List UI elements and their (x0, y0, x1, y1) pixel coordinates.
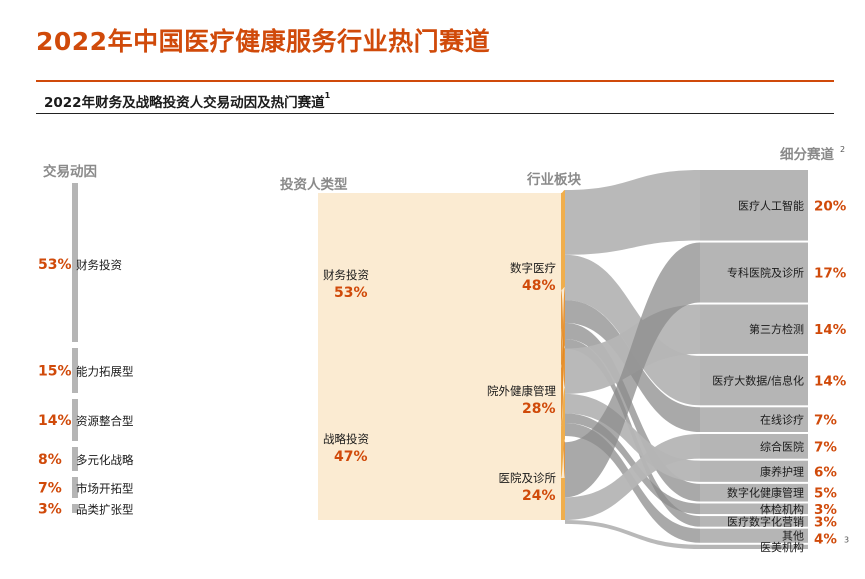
chart-subtitle: 2022年财务及战略投资人交易动因及热门赛道1 (44, 91, 330, 111)
segment-label-2: 第三方检测 (749, 322, 804, 336)
investor-label-0: 财务投资 (323, 268, 369, 282)
header-sector: 行业板块 (526, 171, 581, 188)
flow-sector-segment-0 (565, 170, 700, 255)
flow-investor-sector-3 (561, 287, 565, 427)
segment-label-0: 医疗人工智能 (738, 198, 804, 212)
header-investor: 投资人类型 (280, 176, 348, 193)
segment-node-7 (700, 483, 808, 502)
segment-label-3: 医疗大数据/信息化 (712, 374, 804, 388)
segment-pct-8: 3% (814, 502, 837, 518)
segment-pct-0: 20% (814, 198, 847, 214)
motive-node-3 (72, 447, 78, 471)
subtitle-rule (36, 113, 834, 114)
sector-label-1: 院外健康管理 (487, 384, 556, 398)
sankey-flows (561, 170, 700, 549)
segment-pct-10: 4% (814, 532, 837, 548)
motive-label-0: 财务投资 (76, 258, 122, 272)
segment-pct-6: 6% (814, 464, 837, 480)
subtitle-footnote-mark: 1 (324, 91, 331, 100)
motive-pct-3: 8% (38, 452, 62, 468)
segment-label-1: 专科医院及诊所 (727, 266, 804, 280)
motive-pct-2: 14% (38, 413, 72, 429)
motive-pct-0: 53% (38, 257, 72, 273)
motive-pct-5: 3% (38, 502, 62, 518)
investor-label-1: 战略投资 (323, 432, 369, 446)
motive-pct-4: 7% (38, 481, 62, 497)
header-motive: 交易动因 (43, 163, 97, 180)
segment-node-3 (700, 355, 808, 406)
investor-pct-1: 47% (334, 449, 368, 465)
segment-label-8: 体检机构 (760, 502, 804, 516)
segment-node-1 (700, 242, 808, 303)
segment-pct-4: 7% (814, 413, 837, 429)
segment-pct-9: 3% (814, 514, 837, 530)
segment-label-7: 数字化健康管理 (727, 486, 804, 500)
motive-node-4 (72, 477, 78, 498)
flow-sector-segment-10 (565, 433, 700, 520)
flow-sector-segment-3 (565, 322, 700, 502)
motive-node-0 (72, 183, 78, 342)
header-segment: 细分赛道 (780, 146, 834, 163)
segment-node-10 (700, 528, 808, 543)
other-footnote-mark: 3 (844, 536, 849, 545)
segment-node-5 (700, 433, 808, 459)
segment-pct-3: 14% (814, 374, 847, 390)
sector-pct-1: 28% (522, 401, 556, 417)
title-rule (36, 80, 834, 82)
segment-pct-1: 17% (814, 266, 847, 282)
segment-node-2 (700, 304, 808, 354)
investor-block (318, 193, 565, 520)
segment-node-6 (700, 460, 808, 482)
chart-subtitle-text: 2022年财务及战略投资人交易动因及热门赛道 (44, 95, 325, 111)
segment-node-0 (700, 170, 808, 241)
sector-pct-0: 48% (522, 278, 556, 294)
header-segment-footnote: 2 (840, 145, 845, 154)
page-title: 2022年中国医疗健康服务行业热门赛道 (36, 27, 491, 56)
sector-label-2: 医院及诊所 (499, 471, 557, 485)
segment-node-4 (700, 407, 808, 432)
segment-node-11 (700, 544, 808, 549)
motive-node-2 (72, 399, 78, 441)
segment-pct-2: 14% (814, 322, 847, 338)
segment-pct-5: 7% (814, 439, 837, 455)
segment-label-9: 医疗数字化营销 (727, 514, 804, 528)
flow-investor-sector-4 (561, 387, 565, 479)
motive-label-5: 品类扩张型 (76, 503, 134, 517)
motive-label-2: 资源整合型 (76, 414, 134, 428)
motive-label-4: 市场开拓型 (76, 482, 134, 496)
segment-label-6: 康养护理 (760, 464, 804, 478)
segment-label-5: 综合医院 (760, 439, 804, 453)
motive-pct-1: 15% (38, 364, 72, 380)
flow-sector-segment-9 (565, 242, 700, 498)
flow-investor-sector-5 (561, 477, 565, 520)
segment-node-8 (700, 503, 808, 515)
segment-label-4: 在线诊疗 (760, 413, 804, 427)
motive-node-5 (72, 504, 78, 513)
flow-investor-sector-0 (561, 190, 565, 290)
segment-label-11: 医美机构 (760, 540, 804, 554)
motive-label-1: 能力拓展型 (76, 365, 134, 379)
flow-sector-segment-7 (565, 413, 700, 515)
segment-pct-7: 5% (814, 486, 837, 502)
flow-sector-segment-11 (565, 520, 700, 549)
sankey-nodes (72, 170, 808, 549)
sector-label-0: 数字医疗 (510, 261, 556, 275)
motive-label-3: 多元化战略 (76, 453, 134, 467)
segment-node-9 (700, 516, 808, 527)
sankey-labels: 交易动因 投资人类型 行业板块 细分赛道 2 53% 财务投资 15% 能力拓展型 14… (38, 145, 849, 554)
sector-pct-2: 24% (522, 488, 556, 504)
segment-label-10: 其他 (782, 530, 804, 543)
motive-node-1 (72, 348, 78, 393)
investor-pct-0: 53% (334, 285, 368, 301)
